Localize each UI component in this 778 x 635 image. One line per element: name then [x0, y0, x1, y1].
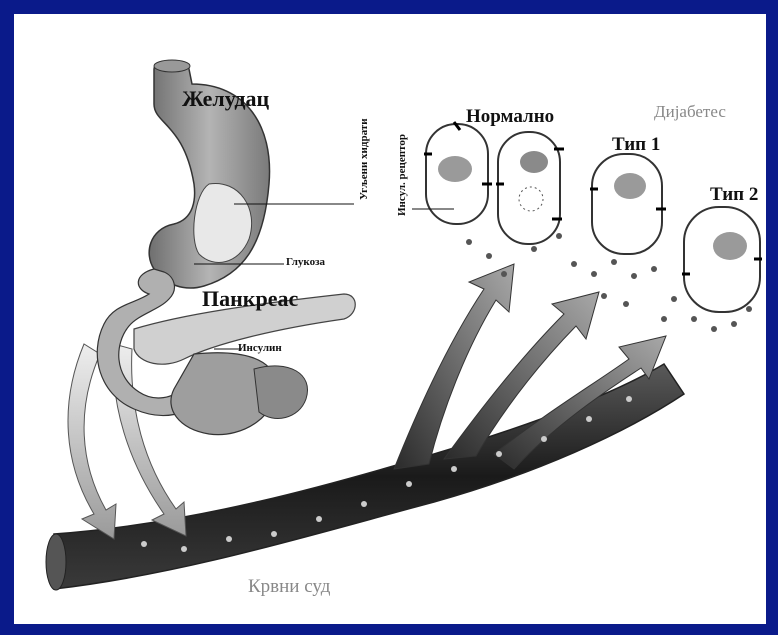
label-glucose: Глукоза [286, 256, 325, 268]
label-insulin-receptor: Инсул. рецептор [396, 134, 408, 216]
diagram-panel: Желудац Угљени хидрати Глукоза Панкреас … [14, 14, 766, 624]
vessel-opening [46, 534, 66, 590]
cell-type2 [682, 207, 762, 312]
cell-type1 [590, 154, 666, 254]
label-stomach: Желудац [182, 86, 269, 112]
label-type2: Тип 2 [710, 184, 758, 206]
label-carbohydrates: Угљени хидрати [358, 118, 370, 200]
label-blood-vessel: Крвни суд [248, 576, 330, 598]
cell-normal-2 [496, 132, 564, 244]
label-diabetes: Дијабетес [654, 102, 726, 122]
label-normal: Нормално [466, 106, 554, 128]
label-pancreas: Панкреас [202, 286, 298, 312]
label-insulin: Инсулин [238, 342, 282, 354]
bowel [254, 366, 307, 419]
stomach-top [154, 60, 190, 72]
label-type1: Тип 1 [612, 134, 660, 156]
arrow-down-2 [113, 344, 186, 536]
